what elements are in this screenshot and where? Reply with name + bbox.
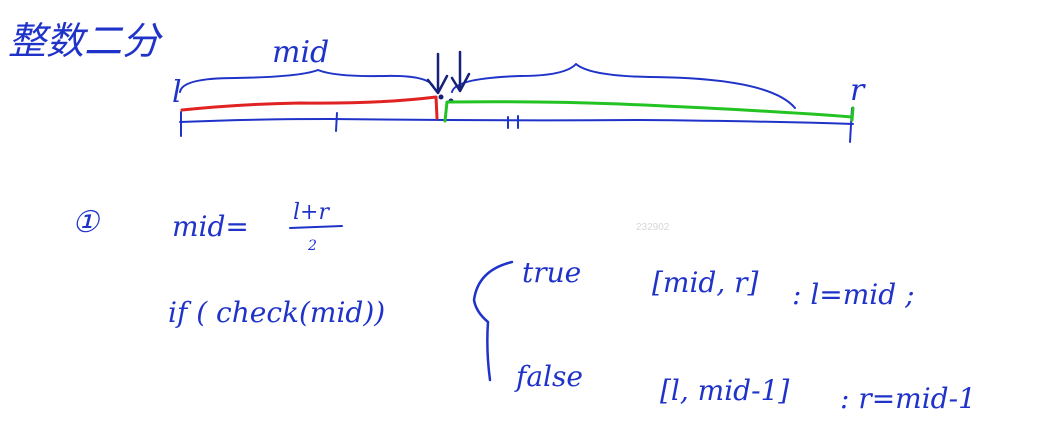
formula-denominator: 2 <box>307 238 317 254</box>
branch-true-assignment: : l=mid ; <box>792 278 915 311</box>
right-bound-label: r <box>850 73 866 108</box>
left-bound-label: l <box>172 75 182 110</box>
right-brace <box>451 63 796 109</box>
left-brace <box>179 69 435 93</box>
number-line <box>179 118 854 125</box>
arrow-down-icon <box>450 50 471 93</box>
tick-mark <box>507 115 519 129</box>
formula-mid: mid= <box>172 210 249 243</box>
case-marker: ① <box>72 205 101 240</box>
formula-numerator: l+r <box>293 200 330 225</box>
branch-false-outcome: false <box>514 360 583 393</box>
lower-segment <box>180 95 439 120</box>
brace-label-mid: mid <box>272 35 329 70</box>
fraction-bar <box>289 225 343 229</box>
branch-false-interval: [l, mid-1] <box>660 374 789 407</box>
arrow-down-icon <box>426 52 449 95</box>
mid-point-marker <box>438 94 444 100</box>
branch-brace <box>472 260 514 382</box>
tick-mark <box>335 112 338 132</box>
watermark-text: 232902 <box>636 222 670 233</box>
condition-text: if ( check(mid)) <box>168 296 385 329</box>
branch-true-outcome: true <box>522 256 581 289</box>
title-text: 整数二分 <box>8 19 163 63</box>
branch-true-interval: [mid, r] <box>652 266 759 299</box>
branch-false-assignment: : r=mid-1 <box>840 382 976 415</box>
upper-segment <box>443 100 855 123</box>
